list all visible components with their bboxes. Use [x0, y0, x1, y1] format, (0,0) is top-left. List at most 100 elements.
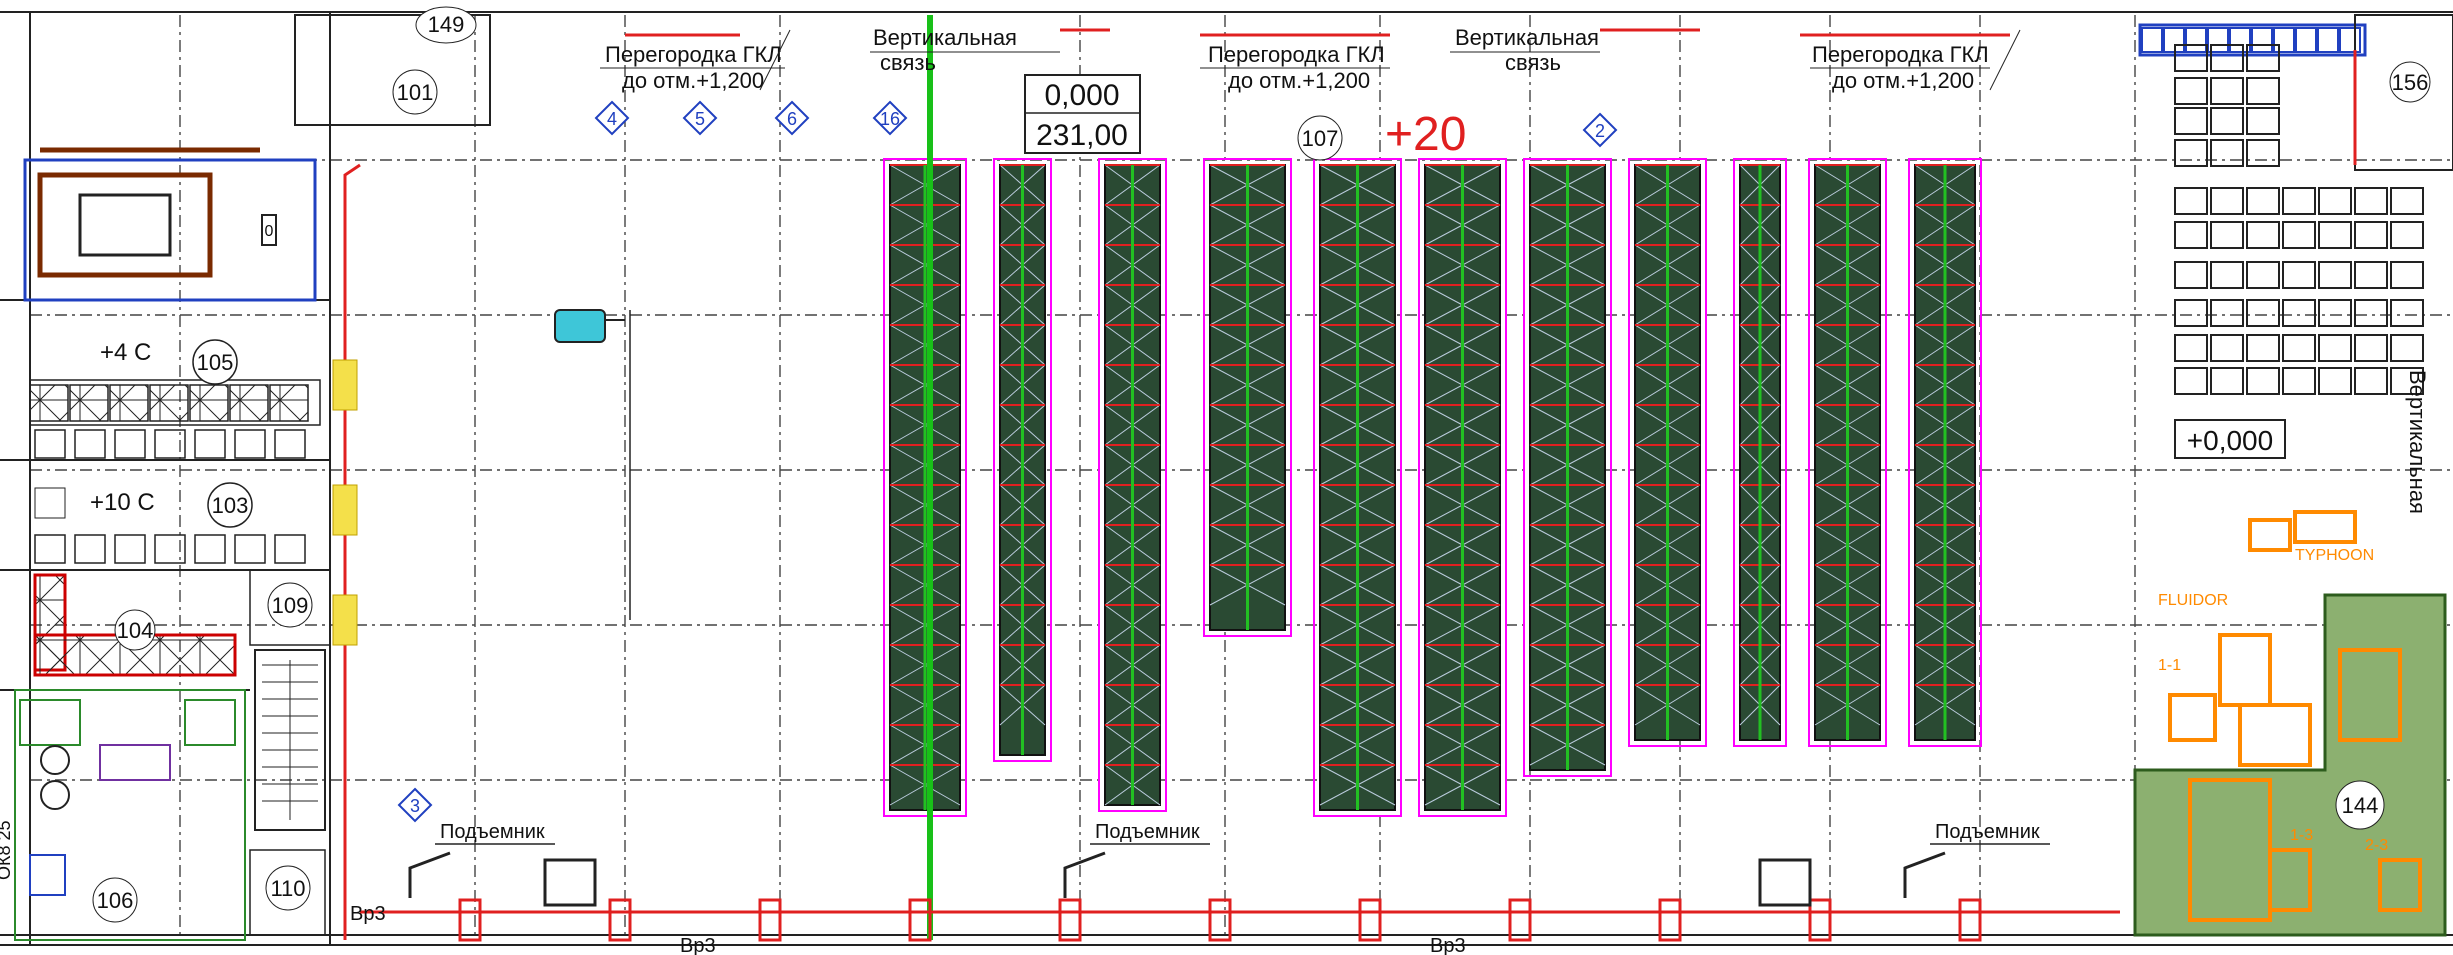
pallet-cell: [114, 534, 146, 564]
room-number-104: 104: [117, 618, 154, 643]
gate-label-2: Вр3: [680, 935, 716, 955]
rack-row: [1908, 158, 1982, 747]
storage-cell: [2318, 187, 2352, 215]
storage-cell: [2318, 367, 2352, 395]
rack-row: [1098, 158, 1167, 812]
storage-cell: [2210, 367, 2244, 395]
storage-cell: [2210, 261, 2244, 289]
storage-cell: [2354, 299, 2388, 327]
pallet-cell: [109, 384, 149, 422]
dock-door: [1208, 898, 1232, 942]
room-106: 106 ОК8 25: [0, 689, 246, 941]
room-temp-103: +10 C: [90, 489, 155, 516]
storage-cell: [2246, 187, 2280, 215]
storage-cell: [2246, 334, 2280, 362]
room-number-103: 103: [212, 493, 249, 518]
zero-mark: 0: [265, 223, 274, 240]
pallet-cell: [74, 429, 106, 459]
lift: Подъемник: [408, 821, 555, 898]
room-temp-105: +4 C: [100, 339, 151, 366]
axis-diamond: 2: [1582, 112, 1618, 148]
storage-cell: [2229, 27, 2251, 53]
storage-cell: [2210, 187, 2244, 215]
equipment-fluidor: FLUIDOR: [2158, 592, 2228, 609]
svg-text:16: 16: [880, 109, 900, 129]
forklift: [554, 309, 631, 620]
dock-door: [458, 898, 482, 942]
rack-row: [1203, 158, 1292, 637]
rack-row: [1523, 158, 1612, 777]
elevation-right: +0,000: [2187, 425, 2273, 456]
partition-level-2: до отм.+1,200: [1228, 68, 1370, 93]
room-number-106: 106: [97, 888, 134, 913]
axis-diamond: 3: [397, 787, 433, 823]
pallet-cell: [269, 384, 309, 422]
storage-cell: [2246, 107, 2280, 135]
dock-leveler: [332, 359, 358, 411]
side-label: ОК8 25: [0, 820, 14, 880]
dock-door: [758, 898, 782, 942]
svg-text:3: 3: [410, 796, 420, 816]
dock-doors: [360, 858, 2120, 942]
storage-cell: [2246, 44, 2280, 72]
room-number-156: 156: [2392, 70, 2429, 95]
dock-door: [1958, 898, 1982, 942]
storage-cell: [2174, 221, 2208, 249]
storage-cell: [2354, 334, 2388, 362]
rack-row: [1313, 158, 1402, 817]
equipment-1-1: 1-1: [2158, 657, 2181, 674]
dock-door: [908, 898, 932, 942]
storage-cell: [2210, 334, 2244, 362]
production-zone-144: 144 TYPHOON FLUIDOR 1-1 1-3 2-3: [2133, 510, 2447, 937]
storage-cell: [2282, 187, 2316, 215]
vertical-brace-2b: связь: [1505, 50, 1561, 75]
equipment-1-3: 1-3: [2290, 827, 2313, 844]
pallet-cell: [34, 429, 66, 459]
axis-diamond: 6: [774, 100, 810, 136]
dock-shelter: [543, 858, 597, 907]
dock-door: [1658, 898, 1682, 942]
storage-cell: [2251, 27, 2273, 53]
storage-cell: [2210, 44, 2244, 72]
room-number-107: 107: [1302, 126, 1339, 151]
gate-label-3: Вр3: [1430, 935, 1466, 955]
room-101: 101 149: [294, 6, 491, 126]
pallet-cell: [189, 384, 229, 422]
svg-text:Подъемник: Подъемник: [1935, 821, 2040, 843]
equipment-2-3: 2-3: [2365, 837, 2388, 854]
dock-leveler: [332, 594, 358, 646]
room-number-144: 144: [2342, 793, 2379, 818]
storage-cell: [2246, 77, 2280, 105]
pallet-cell: [114, 429, 146, 459]
cold-room-103: +10 C 103: [34, 482, 306, 564]
elevation-box: 0,000 231,00: [1024, 74, 1141, 154]
storage-cell: [2174, 299, 2208, 327]
room-109: 109: [249, 569, 331, 646]
storage-cell: [2207, 27, 2229, 53]
rack-row: [1808, 158, 1887, 747]
storage-cell: [2295, 27, 2317, 53]
storage-cell: [2174, 139, 2208, 167]
dock-door: [608, 898, 632, 942]
storage-cell: [2141, 27, 2163, 53]
axis-diamond: 4: [594, 100, 630, 136]
rack-row: [993, 158, 1052, 762]
storage-cell: [2246, 221, 2280, 249]
storage-cell: [2210, 139, 2244, 167]
storage-cell: [2354, 221, 2388, 249]
room-110: 110: [249, 849, 326, 936]
room-number-101: 101: [397, 80, 434, 105]
storage-cell: [2390, 261, 2424, 289]
pallet-cell: [274, 534, 306, 564]
temperature-label: +20: [1385, 108, 1466, 161]
gate-label-1: Вр3: [350, 903, 386, 925]
dock-door: [1358, 898, 1382, 942]
storage-cell: [2273, 27, 2295, 53]
storage-cell: [2339, 27, 2361, 53]
storage-cell: [2174, 77, 2208, 105]
rack-row: [1628, 158, 1707, 747]
pallet-cell: [229, 384, 269, 422]
svg-text:Подъемник: Подъемник: [1095, 821, 1200, 843]
elevation-top: 0,000: [1044, 79, 1119, 112]
